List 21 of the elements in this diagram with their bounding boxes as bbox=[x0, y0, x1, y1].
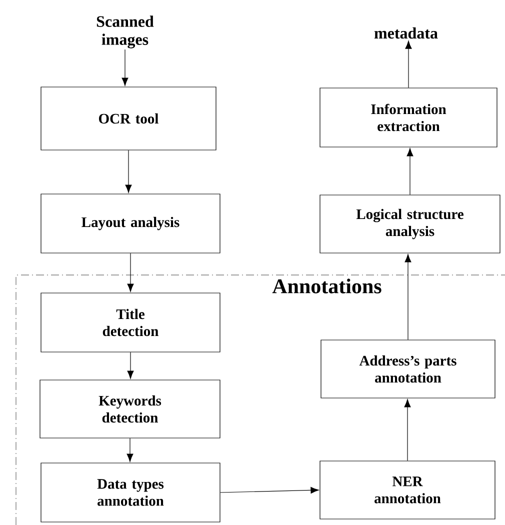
arrow bbox=[125, 150, 132, 193]
arrow bbox=[122, 49, 128, 86]
process-box: Layout analysis bbox=[40, 194, 220, 254]
process-box: Information extraction bbox=[320, 88, 498, 148]
arrow bbox=[405, 40, 412, 88]
process-box: Address’s parts annotation bbox=[320, 340, 496, 398]
process-box: Keywords detection bbox=[40, 380, 220, 438]
arrow bbox=[404, 254, 412, 340]
process-box: Logical structure analysis bbox=[320, 194, 500, 254]
arrow bbox=[127, 253, 134, 292]
arrow bbox=[406, 148, 414, 195]
arrow bbox=[126, 438, 134, 462]
arrow bbox=[127, 352, 134, 379]
output-label: metadata bbox=[374, 27, 438, 39]
arrow bbox=[220, 486, 319, 494]
process-box: NER annotation bbox=[320, 460, 496, 520]
input-label: Scanned images bbox=[96, 16, 154, 48]
arrow bbox=[404, 399, 411, 461]
process-box: Data types annotation bbox=[40, 462, 220, 522]
process-box: OCR tool bbox=[40, 86, 216, 150]
process-box: Title detection bbox=[40, 292, 220, 352]
